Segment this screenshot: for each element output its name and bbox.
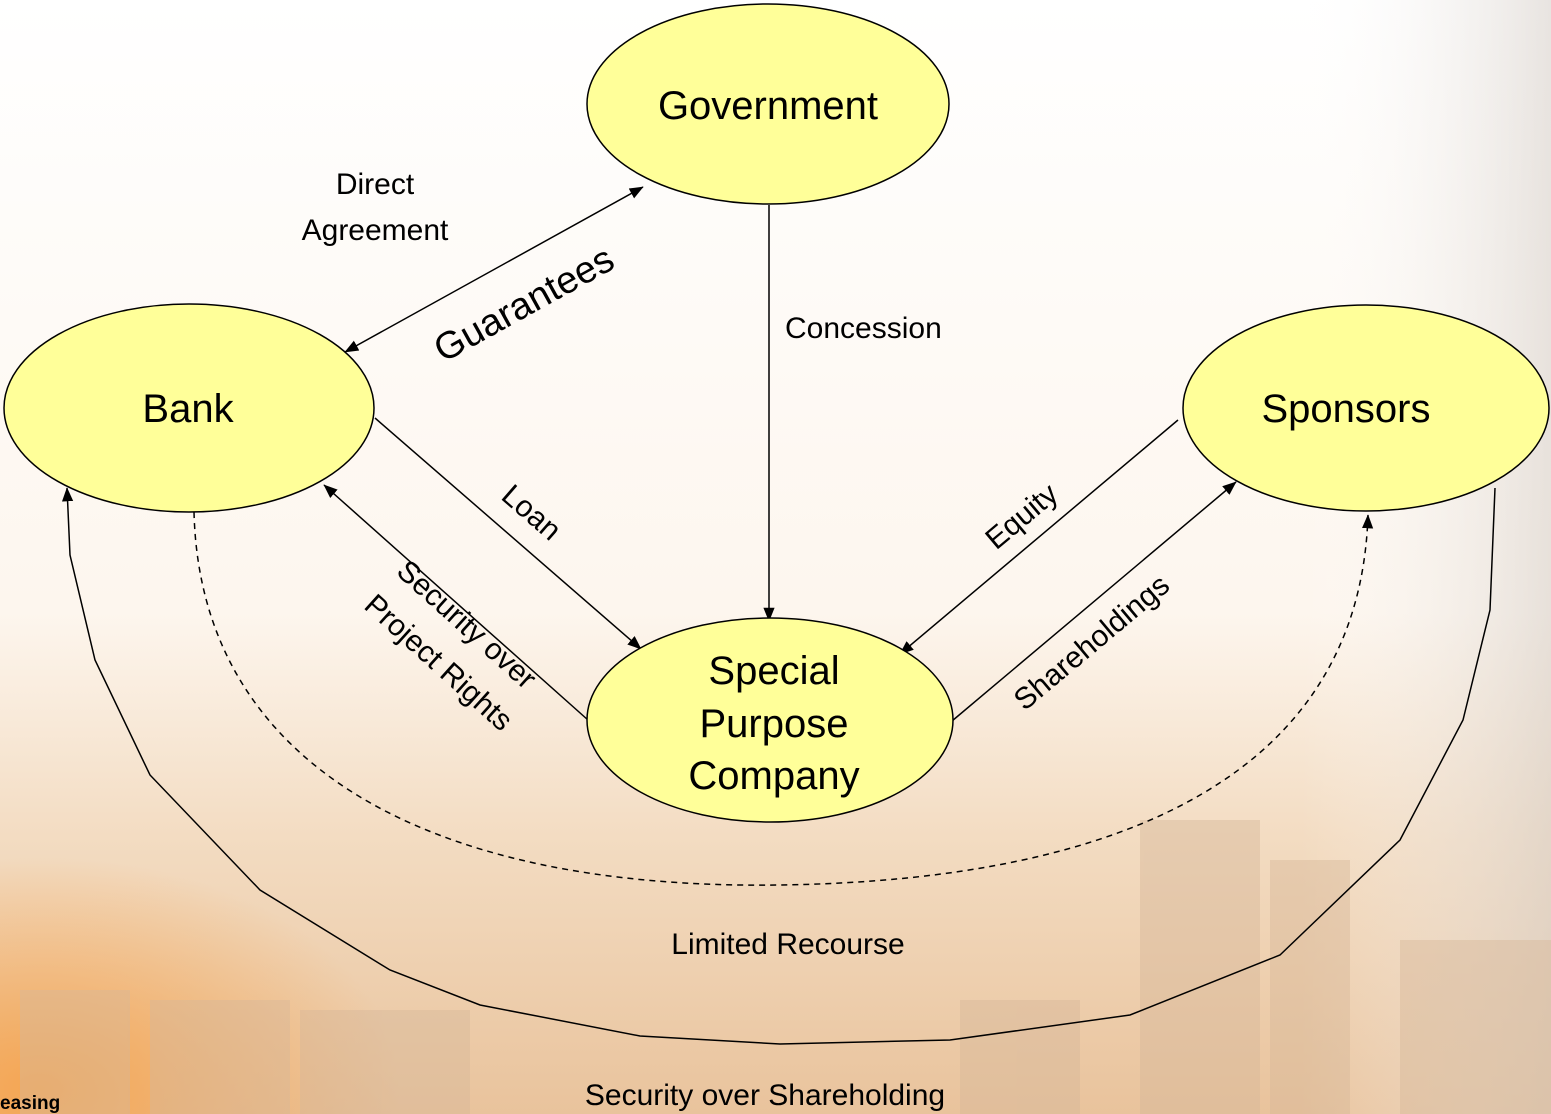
government-node: Government (586, 3, 950, 205)
sponsors-label: Sponsors (1262, 387, 1431, 431)
guarantees-label: Guarantees (427, 238, 621, 371)
shareholdings-arrow (951, 481, 1237, 722)
loan-label: Loan (495, 478, 567, 547)
loan-arrow (374, 417, 642, 650)
government-label: Government (658, 84, 878, 128)
equity-label: Equity (979, 477, 1064, 556)
security-shareholding-curve (62, 487, 1496, 1045)
spc-label-line1: Special (708, 649, 839, 693)
concession-label: Concession (785, 312, 942, 345)
spc-node: Special Purpose Company (586, 617, 954, 823)
direct-agreement-label-line1: Direct (336, 168, 415, 201)
direct-agreement-label-line2: Agreement (302, 214, 449, 247)
connectors (62, 186, 1496, 1045)
shareholdings-label: Shareholdings (1008, 568, 1176, 717)
limited-recourse-curve (193, 511, 1374, 886)
bank-node: Bank (3, 303, 375, 513)
limited-recourse-label: Limited Recourse (671, 928, 904, 961)
guarantees-arrow (344, 186, 644, 353)
equity-arrow (899, 419, 1179, 655)
corner-footer-text: easing (0, 1093, 61, 1114)
sponsors-node: Sponsors (1182, 304, 1550, 512)
bank-label: Bank (142, 387, 234, 431)
spc-label-line2: Purpose (700, 702, 849, 746)
security-shareholding-label: Security over Shareholding (585, 1079, 945, 1112)
spc-label-line3: Company (688, 754, 859, 798)
security-project-rights-arrow (323, 484, 589, 721)
